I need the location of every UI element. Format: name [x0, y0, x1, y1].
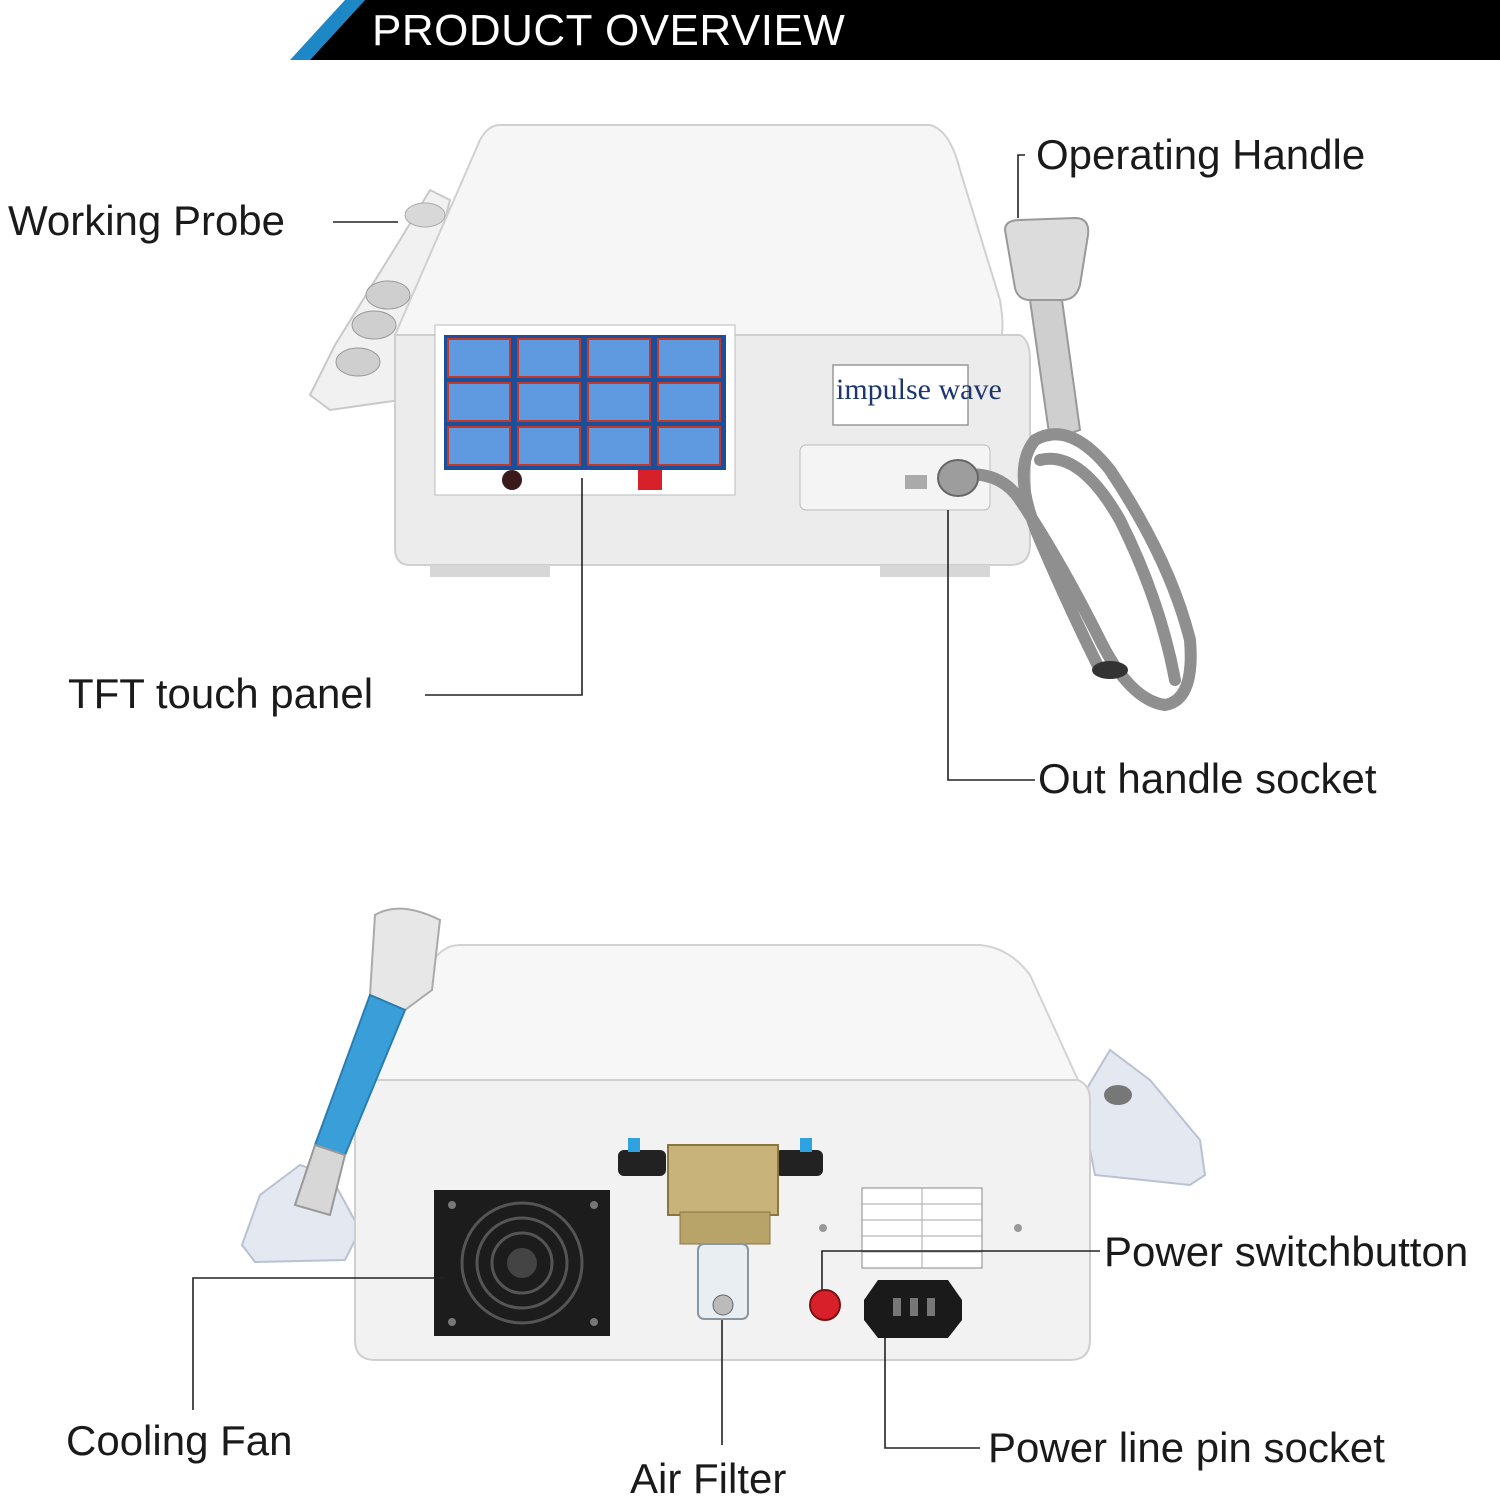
front-device — [308, 124, 1197, 712]
power-socket — [864, 1280, 962, 1338]
callout-air-filter: Air Filter — [630, 1455, 787, 1502]
screen-tile — [657, 338, 721, 378]
callout-power-switch-button: Power switchbutton — [1104, 1228, 1469, 1275]
header-banner-graphic — [0, 0, 1500, 60]
working-probe-holders — [335, 202, 446, 377]
callout-power-line-pin-socket: Power line pin socket — [988, 1424, 1385, 1471]
spec-label — [861, 1187, 983, 1269]
screen-tile — [587, 338, 651, 378]
callout-operating-handle: Operating Handle — [1036, 131, 1366, 178]
operating-handle — [1003, 216, 1090, 442]
screen-tile — [447, 426, 511, 466]
screen-tile — [517, 426, 581, 466]
screen-tile — [517, 382, 581, 422]
rear-handle — [293, 907, 442, 1217]
screen-tile — [447, 382, 511, 422]
rear-device — [240, 907, 1207, 1361]
power-switch — [809, 1289, 841, 1321]
screen-tile — [587, 426, 651, 466]
brand-badge-text: impulse wave — [836, 373, 1002, 406]
cooling-fan-grille — [434, 1190, 610, 1336]
screen-tile — [447, 338, 511, 378]
screen-tiles — [447, 338, 721, 466]
screen-tile — [657, 426, 721, 466]
callout-working-probe: Working Probe — [8, 197, 286, 244]
screen-tile — [517, 338, 581, 378]
header-banner: PRODUCT OVERVIEW — [0, 0, 1500, 60]
callout-out-handle-socket: Out handle socket — [1038, 755, 1377, 802]
screen-tile — [587, 382, 651, 422]
page-title: PRODUCT OVERVIEW — [372, 6, 846, 55]
handle-cable — [954, 428, 1197, 712]
brand-badge-frame — [832, 364, 969, 426]
callout-tft-touch-panel: TFT touch panel — [68, 670, 374, 717]
callout-cooling-fan: Cooling Fan — [66, 1417, 293, 1464]
screen-tile — [657, 382, 721, 422]
air-filter-assembly — [618, 1138, 823, 1320]
